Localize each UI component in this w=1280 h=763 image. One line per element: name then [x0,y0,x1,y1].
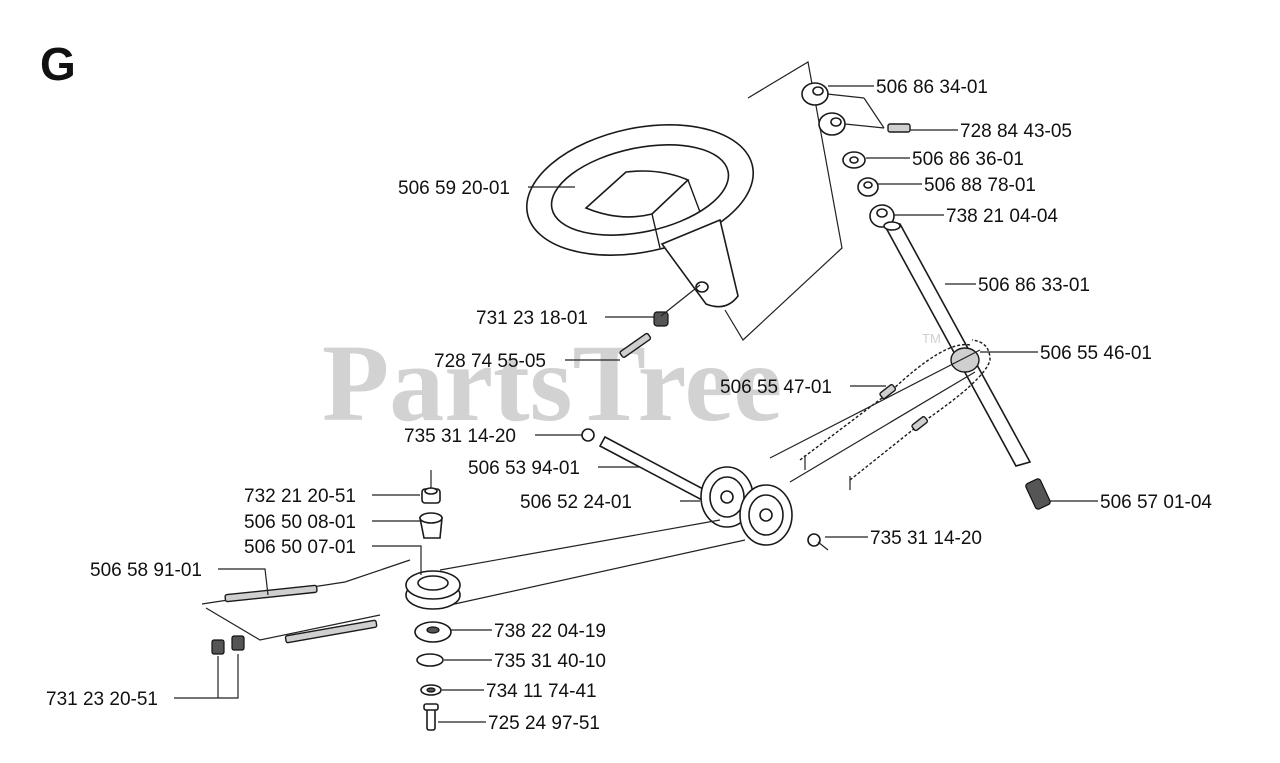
label-732-21-20-51[interactable]: 732 21 20-51 [244,486,356,507]
watermark-text: PartsTree [322,322,782,444]
column-group-outline [724,61,843,341]
shaft-hole [695,281,709,293]
tie-rods [201,559,411,655]
label-506-50-07-01[interactable]: 506 50 07-01 [244,537,356,558]
label-506-55-46-01[interactable]: 506 55 46-01 [1040,343,1152,364]
screw-728-74-55-05 [619,332,652,358]
bolt-506-57-01-04 [1025,478,1051,510]
label-731-23-20-51[interactable]: 731 23 20-51 [46,689,158,710]
e-clip-735-31-14-20-top [581,428,595,442]
steering-shaft-tube [660,218,739,308]
circlip-735-31-40-10 [416,653,444,667]
bolt-725-24-97-51 [426,707,436,731]
label-506-55-47-01[interactable]: 506 55 47-01 [720,377,832,398]
label-735-31-14-20-top[interactable]: 735 31 14-20 [404,426,516,447]
lower-pivot-stack [405,470,461,731]
part-labels: 506 86 34-01 728 84 43-05 506 86 36-01 5… [46,77,1212,734]
label-506-58-91-01[interactable]: 506 58 91-01 [90,560,202,581]
label-735-31-40-10[interactable]: 735 31 40-10 [494,651,606,672]
label-738-21-04-04[interactable]: 738 21 04-04 [946,206,1058,227]
label-506-88-78-01[interactable]: 506 88 78-01 [924,175,1036,196]
label-738-22-04-19[interactable]: 738 22 04-19 [494,621,606,642]
label-728-74-55-05[interactable]: 728 74 55-05 [434,351,546,372]
watermark: PartsTree TM [322,322,941,444]
label-506-50-08-01[interactable]: 506 50 08-01 [244,512,356,533]
nut-731-23-20-51-b [231,635,245,651]
nut-731-23-20-51-a [211,639,225,655]
pulley-shaft-506-53-94-01 [598,435,706,502]
sprocket-506-55-46-01 [950,347,980,373]
drive-belt [439,349,981,606]
label-728-84-43-05[interactable]: 728 84 43-05 [960,121,1072,142]
label-506-57-01-04[interactable]: 506 57 01-04 [1100,492,1212,513]
label-734-11-74-41[interactable]: 734 11 74-41 [486,681,597,702]
label-506-53-94-01[interactable]: 506 53 94-01 [468,458,580,479]
set-screw-728-84-43-05 [887,123,911,133]
leader-lines [174,85,1098,723]
column-upper-parts [801,82,911,228]
steering-wheel [525,124,755,308]
label-735-31-14-20-bottom[interactable]: 735 31 14-20 [870,528,982,549]
label-506-59-20-01[interactable]: 506 59 20-01 [398,178,510,199]
label-506-86-33-01[interactable]: 506 86 33-01 [978,275,1090,296]
drive-chain-506-55-47-01 [799,339,991,490]
label-506-86-34-01[interactable]: 506 86 34-01 [876,77,988,98]
watermark-trademark: TM [922,331,941,346]
label-506-86-36-01[interactable]: 506 86 36-01 [912,149,1024,170]
tie-rod-lower [284,619,378,644]
steering-wheel-hub [584,170,690,218]
label-731-23-18-01[interactable]: 731 23 18-01 [476,308,588,329]
label-725-24-97-51[interactable]: 725 24 97-51 [488,713,600,734]
tie-rod-506-58-91-01-upper [224,584,318,603]
pulley-assembly [581,428,829,551]
nut-731-23-18-01 [653,311,669,327]
e-clip-735-31-14-20-bottom [807,533,821,547]
wheel-fasteners [619,311,669,358]
steering-wheel-spokes [651,179,701,249]
label-506-52-24-01[interactable]: 506 52 24-01 [520,492,632,513]
steering-column-shaft [883,221,1051,510]
section-letter: G [40,38,76,90]
